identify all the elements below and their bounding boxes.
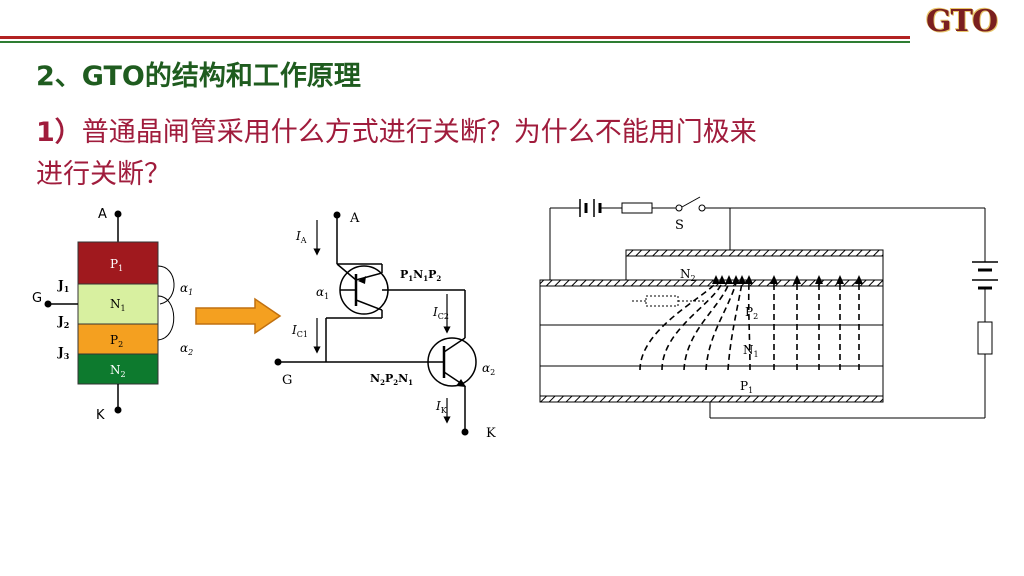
- xs-n1-label: N1: [743, 343, 759, 359]
- alpha1-brace: [157, 265, 175, 305]
- question-number: 1）: [36, 117, 82, 148]
- question-line-2: 进行关断？: [36, 159, 171, 190]
- pnp-emitter-leg: [355, 272, 383, 281]
- p1-label: P1: [110, 257, 123, 273]
- npn-emitter-arrow: [456, 379, 466, 387]
- p2-layer: [77, 323, 159, 355]
- pnp-emitter: [336, 263, 357, 281]
- switch-blade: [681, 196, 701, 208]
- p2-label: P2: [110, 333, 123, 349]
- n2-layer: [77, 353, 159, 385]
- equiv-anode-label: A: [349, 211, 360, 226]
- alpha2-label: α2: [180, 341, 193, 357]
- device-body: [539, 279, 884, 399]
- equiv-gate-label: G: [282, 373, 292, 388]
- npn-alpha-label: α2: [482, 361, 495, 377]
- xs-n2-label: N2: [680, 267, 696, 283]
- junction-j2-label: J2: [57, 314, 69, 330]
- cathode-label: K: [96, 408, 105, 423]
- anode-terminal: [114, 210, 122, 218]
- p1-layer: [77, 241, 159, 285]
- question-line-1: 普通晶闸管采用什么方式进行关断？为什么不能用门极来: [81, 117, 757, 148]
- alpha2-brace: [157, 295, 175, 341]
- junction-j3-label: J3: [57, 345, 70, 361]
- gate-metal-contact: [539, 279, 884, 287]
- anode-label: A: [98, 207, 107, 222]
- pnp-alpha-label: α1: [316, 285, 329, 301]
- cathode-metal-contact: [625, 249, 884, 257]
- current-arrowheads: [712, 275, 863, 284]
- header-rule-green: [0, 41, 910, 43]
- n2-label: N2: [110, 363, 126, 379]
- gto-logo: GTO: [926, 4, 998, 39]
- transform-arrow: [195, 297, 282, 335]
- layer-structure: A P1 N1 P2 N2 K G J1 J2 J3 α1 α2: [32, 207, 193, 423]
- npn-collector: [443, 337, 466, 353]
- n2-emitter-region: [625, 255, 884, 281]
- two-transistor-model: A IA P1N1P2 α1 IC2 IC1 G: [274, 211, 496, 441]
- equiv-cathode-label: K: [486, 426, 496, 441]
- pnp-collector: [355, 299, 383, 311]
- gate-label: G: [32, 291, 42, 306]
- anode-metal-contact: [539, 395, 884, 403]
- cathode-terminal: [114, 406, 122, 414]
- n1-label: N1: [110, 297, 126, 313]
- section-title: 2、GTO的结构和工作原理: [36, 61, 361, 92]
- switch-label: S: [675, 218, 684, 233]
- current-paths-straight: [773, 283, 860, 370]
- switch-contact-1: [675, 204, 683, 212]
- equiv-cathode-terminal: [461, 428, 469, 436]
- ic2-label: IC2: [432, 305, 449, 321]
- switch-contact-2: [698, 204, 706, 212]
- header-rule-red: [0, 36, 910, 39]
- load-resistor: [977, 321, 993, 355]
- cross-section: S N2 P2 N1 P1: [539, 196, 998, 419]
- ik-label: IK: [435, 399, 448, 415]
- alpha1-label: α1: [180, 281, 193, 297]
- ia-label: IA: [295, 229, 307, 245]
- gate-terminal: [44, 300, 52, 308]
- pnp-emitter-arrow: [358, 276, 366, 284]
- ic1-label: IC1: [291, 323, 308, 339]
- xs-p1-label: P1: [740, 379, 753, 395]
- npn-label: N2P2N1: [370, 372, 413, 387]
- junction-j1-label: J1: [57, 278, 69, 294]
- lateral-resistor: [645, 295, 679, 307]
- gate-resistor: [621, 202, 653, 214]
- pnp-label: P1N1P2: [400, 268, 441, 283]
- question-text: 1）普通晶闸管采用什么方式进行关断？为什么不能用门极来 进行关断？: [36, 112, 976, 196]
- xs-p2-label: P2: [745, 305, 758, 321]
- current-paths-crowded: [639, 282, 751, 371]
